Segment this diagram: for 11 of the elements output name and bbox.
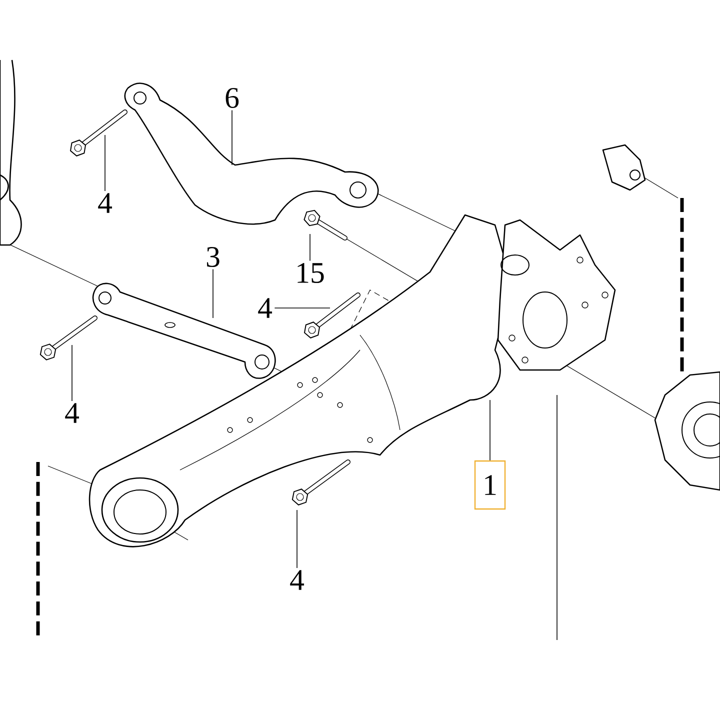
- callout-number: 4: [65, 403, 80, 423]
- callout-number: 6: [226, 88, 239, 108]
- callout-number: 4: [98, 193, 112, 213]
- callout-number: 1: [474, 460, 506, 510]
- callout-number: 15: [298, 262, 324, 284]
- callout-number: 4: [290, 570, 304, 590]
- leader-line: [296, 510, 298, 568]
- callout-number: 4: [258, 298, 272, 318]
- leader-line: [212, 268, 214, 318]
- leader-line: [104, 134, 106, 192]
- callout-number: 3: [206, 246, 220, 268]
